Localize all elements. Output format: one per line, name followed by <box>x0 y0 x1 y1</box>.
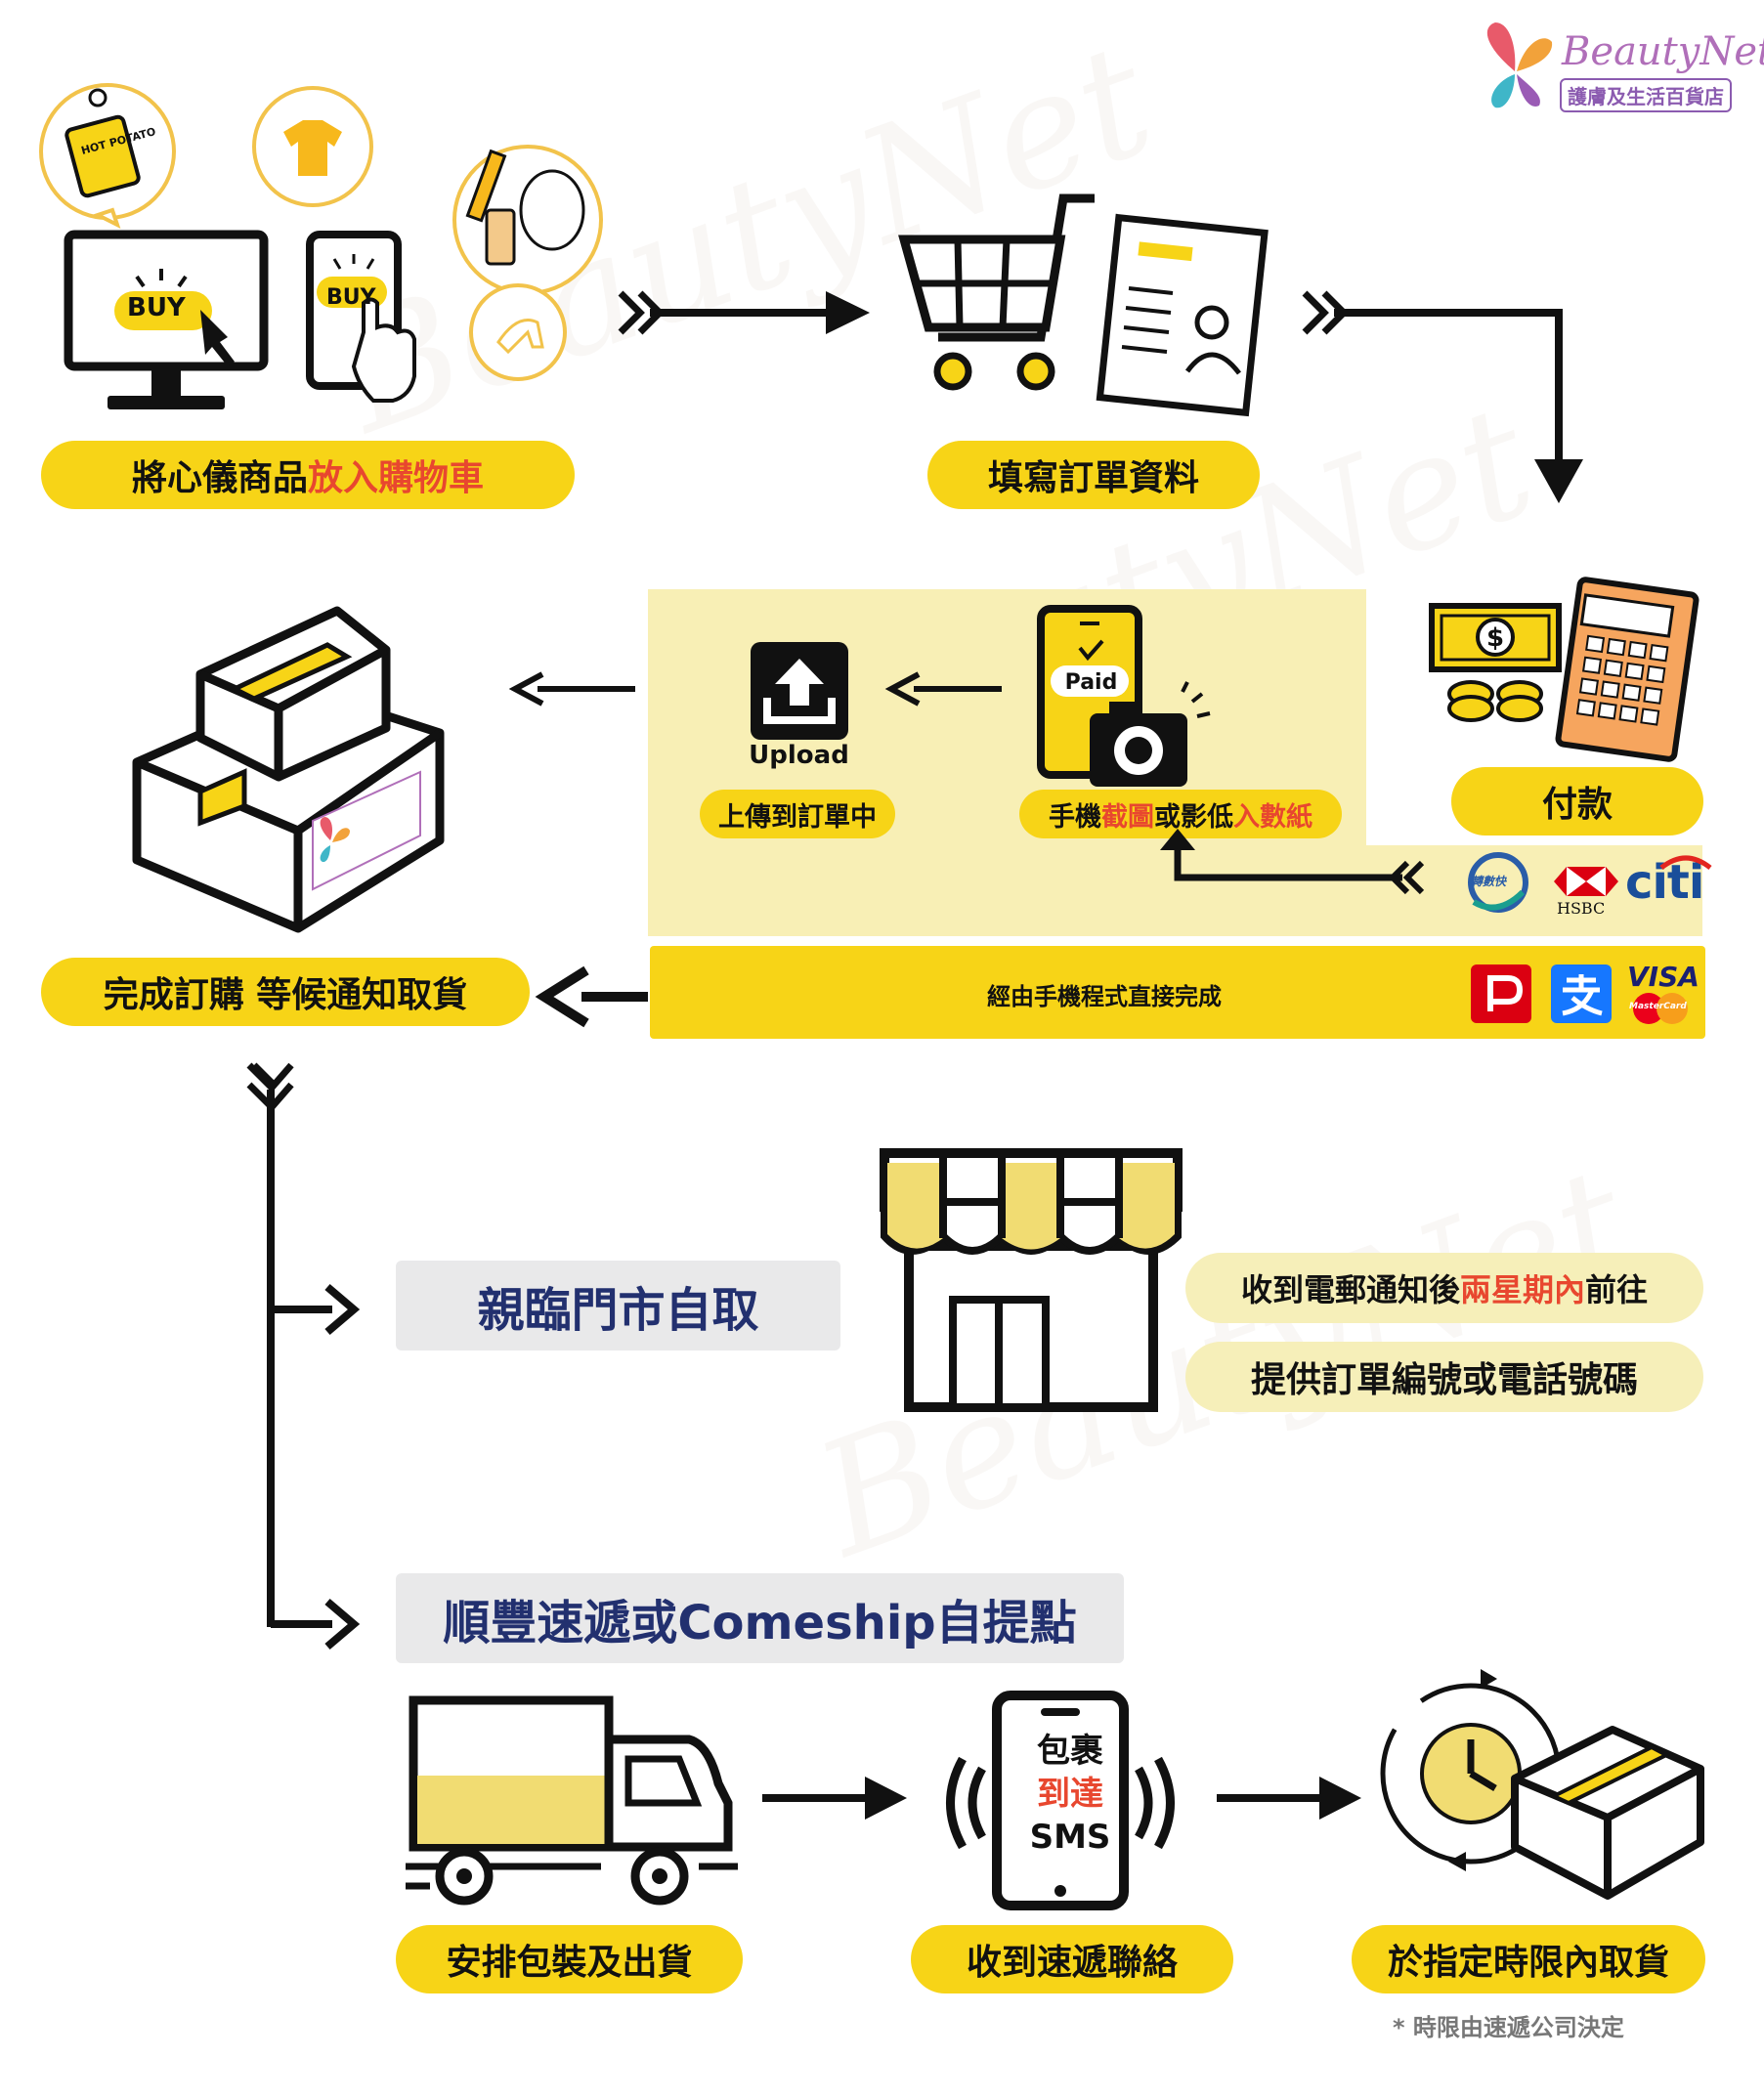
mastercard-logo-icon <box>1633 993 1688 1024</box>
sms-phone-icon <box>946 1691 1175 1910</box>
arrow-down-icon <box>1302 290 1583 503</box>
branch-arrows-icon <box>246 1062 361 1650</box>
courier-pickup-option: 順豐速遞或Comeship自提點 <box>396 1573 1124 1663</box>
visa-label: VISA <box>1627 961 1699 993</box>
footnote: * 時限由速遞公司決定 <box>1393 2014 1624 2041</box>
screenshot-caption: 手機截圖或影低入數紙 <box>1019 790 1342 838</box>
step-add-to-cart-prefix: 將心儀商品 <box>131 458 308 498</box>
brand-name: BeautyNet <box>1562 29 1764 74</box>
arrow-right-icon <box>762 1777 907 1820</box>
citi-arc-icon <box>1659 855 1712 871</box>
alipay-logo-icon <box>1551 964 1612 1023</box>
app-direct-text: 經由手機程式直接完成 <box>987 983 1222 1010</box>
brand-tagline: 護膚及生活百貨店 <box>1560 78 1732 112</box>
order-form-icon <box>1096 213 1269 417</box>
step-fill-order: 填寫訂單資料 <box>927 441 1260 509</box>
sms-line-sms: SMS <box>1029 1818 1111 1857</box>
store-note-two-weeks: 兩星期內 <box>1459 1271 1585 1308</box>
courier-step-contact: 收到速遞聯絡 <box>911 1925 1233 1993</box>
monitor-icon <box>64 230 269 409</box>
fps-logo-icon <box>1468 852 1528 913</box>
sms-line-package: 包裹 <box>1037 1732 1103 1771</box>
shopping-cart-icon <box>898 193 1095 391</box>
product-bubbles-icon <box>39 83 603 381</box>
arrow-left-icon <box>508 671 635 707</box>
courier-step-collect: 於指定時限內取貨 <box>1352 1925 1705 1993</box>
paid-phone-icon <box>1037 605 1211 787</box>
delivery-truck-icon <box>406 1695 738 1906</box>
upload-caption: 上傳到訂單中 <box>700 790 895 838</box>
store-pickup-option: 親臨門市自取 <box>396 1261 840 1350</box>
buy-label-phone: BUY <box>326 285 376 310</box>
step-complete: 完成訂購 等候通知取貨 <box>41 958 530 1026</box>
arrow-up-left-icon <box>1160 829 1425 895</box>
fps-label: 轉數快 <box>1471 875 1507 888</box>
payme-logo-icon <box>1471 964 1531 1023</box>
money-calculator-icon: $ <box>1429 577 1699 762</box>
store-note-email-suffix: 前往 <box>1585 1271 1649 1308</box>
arrow-right-icon <box>618 290 870 335</box>
phone-buy-icon <box>306 231 416 403</box>
store-icon <box>880 1148 1183 1412</box>
caption-part-phone: 手機 <box>1049 801 1101 833</box>
step-add-to-cart-highlight: 放入購物車 <box>308 458 485 498</box>
clock-package-icon <box>1380 1669 1704 1900</box>
upload-icon <box>751 642 848 740</box>
step-payment: 付款 <box>1451 767 1703 836</box>
caption-part-slip: 入數紙 <box>1233 801 1312 833</box>
arrow-left-icon <box>884 671 1002 707</box>
hsbc-logo-icon <box>1554 867 1618 896</box>
sms-screen-text: 包裹 到達 SMS <box>1016 1730 1124 1859</box>
mastercard-label: MasterCard <box>1629 1002 1687 1011</box>
step-add-to-cart: 將心儀商品放入購物車 <box>41 441 575 509</box>
upload-label: Upload <box>749 741 849 770</box>
caption-part-or-photo: 或影低 <box>1154 801 1233 833</box>
store-note-order-number: 提供訂單編號或電話號碼 <box>1185 1342 1703 1412</box>
arrow-left-bold-icon <box>535 965 648 1028</box>
boxes-icon <box>132 606 445 933</box>
sms-line-arrived: 到達 <box>1037 1775 1103 1814</box>
courier-step-packing: 安排包裝及出貨 <box>396 1925 743 1993</box>
svg-text:$: $ <box>1486 623 1504 653</box>
store-note-email-prefix: 收到電郵通知後 <box>1240 1271 1460 1308</box>
store-note-email: 收到電郵通知後兩星期內前往 <box>1185 1253 1703 1323</box>
buy-label-monitor: BUY <box>127 293 186 322</box>
brand-logo: BeautyNet 護膚及生活百貨店 <box>1476 18 1764 115</box>
caption-part-screenshot: 截圖 <box>1101 801 1154 833</box>
arrow-right-icon <box>1217 1777 1361 1820</box>
hsbc-label: HSBC <box>1557 899 1606 918</box>
paid-label: Paid <box>1064 670 1118 695</box>
